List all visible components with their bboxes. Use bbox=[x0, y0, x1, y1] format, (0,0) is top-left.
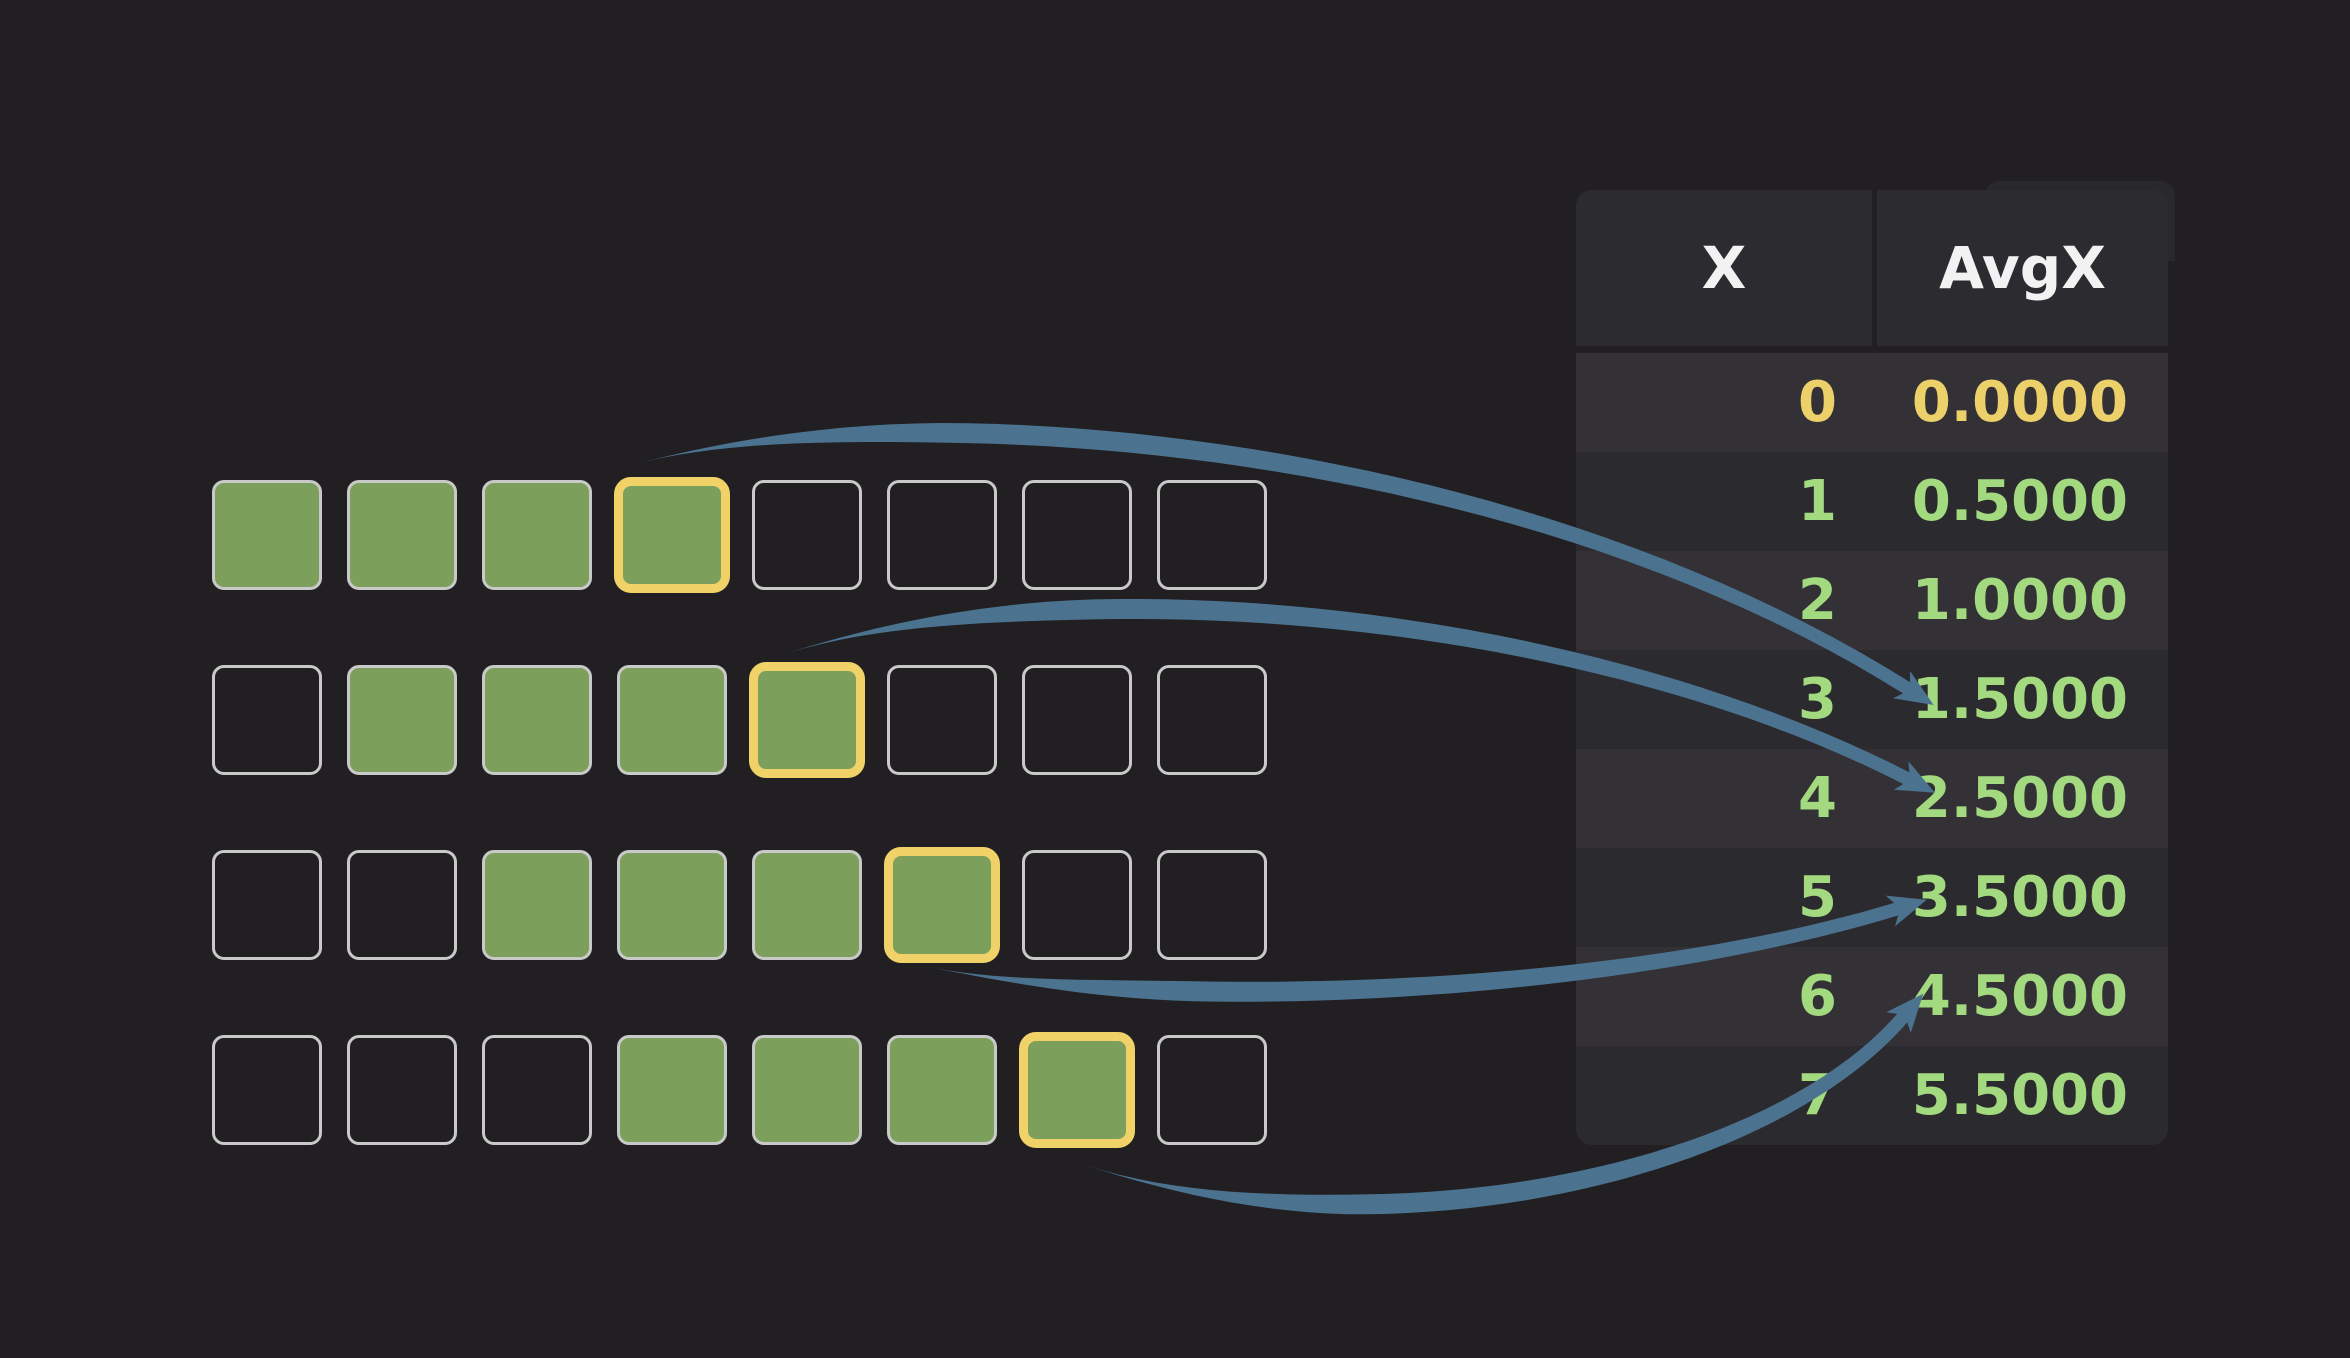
grid-square-0-0-filled bbox=[212, 480, 322, 590]
grid-square-0-4-empty bbox=[752, 480, 862, 590]
cell-avgx-2: 1.0000 bbox=[1911, 568, 2128, 633]
cell-avgx-1: 0.5000 bbox=[1911, 469, 2128, 534]
grid-square-2-2-filled bbox=[482, 850, 592, 960]
grid-square-1-2-filled bbox=[482, 665, 592, 775]
table-body: 0 0.0000 1 0.5000 2 1.0000 3 1.5000 4 2.5000 5 3.50… bbox=[1576, 353, 2168, 1145]
grid-square-2-1-empty bbox=[347, 850, 457, 960]
cell-x-6: 6 bbox=[1798, 964, 1837, 1029]
grid-row-2 bbox=[212, 847, 1267, 963]
table-row-0: 0 0.0000 bbox=[1576, 353, 2168, 452]
window-grid bbox=[212, 477, 1272, 1150]
avg-table: X AvgX 0 0.0000 1 0.5000 2 1.0000 3 1.5000 4 2.50… bbox=[1576, 190, 2168, 1145]
grid-square-1-0-empty bbox=[212, 665, 322, 775]
grid-square-3-1-empty bbox=[347, 1035, 457, 1145]
grid-square-3-7-empty bbox=[1157, 1035, 1267, 1145]
table-header-avgx: AvgX bbox=[1877, 190, 2168, 346]
grid-square-1-7-empty bbox=[1157, 665, 1267, 775]
table-header-row: X AvgX bbox=[1576, 190, 2168, 346]
cell-x-5: 5 bbox=[1798, 865, 1837, 930]
grid-square-1-6-empty bbox=[1022, 665, 1132, 775]
grid-row-3 bbox=[212, 1032, 1267, 1148]
grid-square-2-7-empty bbox=[1157, 850, 1267, 960]
grid-square-0-3-highlighted bbox=[614, 477, 730, 593]
grid-row-1 bbox=[212, 662, 1267, 778]
cell-x-1: 1 bbox=[1798, 469, 1837, 534]
grid-square-1-5-empty bbox=[887, 665, 997, 775]
cell-avgx-4: 2.5000 bbox=[1911, 766, 2128, 831]
table-row-7: 7 5.5000 bbox=[1576, 1046, 2168, 1145]
table-row-3: 3 1.5000 bbox=[1576, 650, 2168, 749]
grid-square-2-4-filled bbox=[752, 850, 862, 960]
cell-avgx-7: 5.5000 bbox=[1911, 1063, 2128, 1128]
grid-square-1-3-filled bbox=[617, 665, 727, 775]
grid-square-0-1-filled bbox=[347, 480, 457, 590]
cell-x-4: 4 bbox=[1798, 766, 1837, 831]
table-row-6: 6 4.5000 bbox=[1576, 947, 2168, 1046]
cell-x-7: 7 bbox=[1798, 1063, 1837, 1128]
grid-square-2-5-highlighted bbox=[884, 847, 1000, 963]
table-row-5: 5 3.5000 bbox=[1576, 848, 2168, 947]
grid-square-2-6-empty bbox=[1022, 850, 1132, 960]
cell-x-2: 2 bbox=[1798, 568, 1837, 633]
grid-square-0-7-empty bbox=[1157, 480, 1267, 590]
grid-square-3-2-empty bbox=[482, 1035, 592, 1145]
grid-row-0 bbox=[212, 477, 1267, 593]
grid-square-2-0-empty bbox=[212, 850, 322, 960]
grid-square-0-6-empty bbox=[1022, 480, 1132, 590]
grid-square-0-5-empty bbox=[887, 480, 997, 590]
table-row-4: 4 2.5000 bbox=[1576, 749, 2168, 848]
grid-square-3-3-filled bbox=[617, 1035, 727, 1145]
grid-square-3-5-filled bbox=[887, 1035, 997, 1145]
cell-avgx-6: 4.5000 bbox=[1911, 964, 2128, 1029]
cell-x-3: 3 bbox=[1798, 667, 1837, 732]
cell-x-0: 0 bbox=[1798, 370, 1837, 435]
grid-square-0-2-filled bbox=[482, 480, 592, 590]
table-row-2: 2 1.0000 bbox=[1576, 551, 2168, 650]
cell-avgx-0: 0.0000 bbox=[1911, 370, 2128, 435]
cell-avgx-3: 1.5000 bbox=[1911, 667, 2128, 732]
cell-avgx-5: 3.5000 bbox=[1911, 865, 2128, 930]
grid-square-2-3-filled bbox=[617, 850, 727, 960]
grid-square-3-6-highlighted bbox=[1019, 1032, 1135, 1148]
table-row-1: 1 0.5000 bbox=[1576, 452, 2168, 551]
grid-square-1-1-filled bbox=[347, 665, 457, 775]
table-header-x: X bbox=[1576, 190, 1872, 346]
grid-square-3-4-filled bbox=[752, 1035, 862, 1145]
grid-square-1-4-highlighted bbox=[749, 662, 865, 778]
grid-square-3-0-empty bbox=[212, 1035, 322, 1145]
